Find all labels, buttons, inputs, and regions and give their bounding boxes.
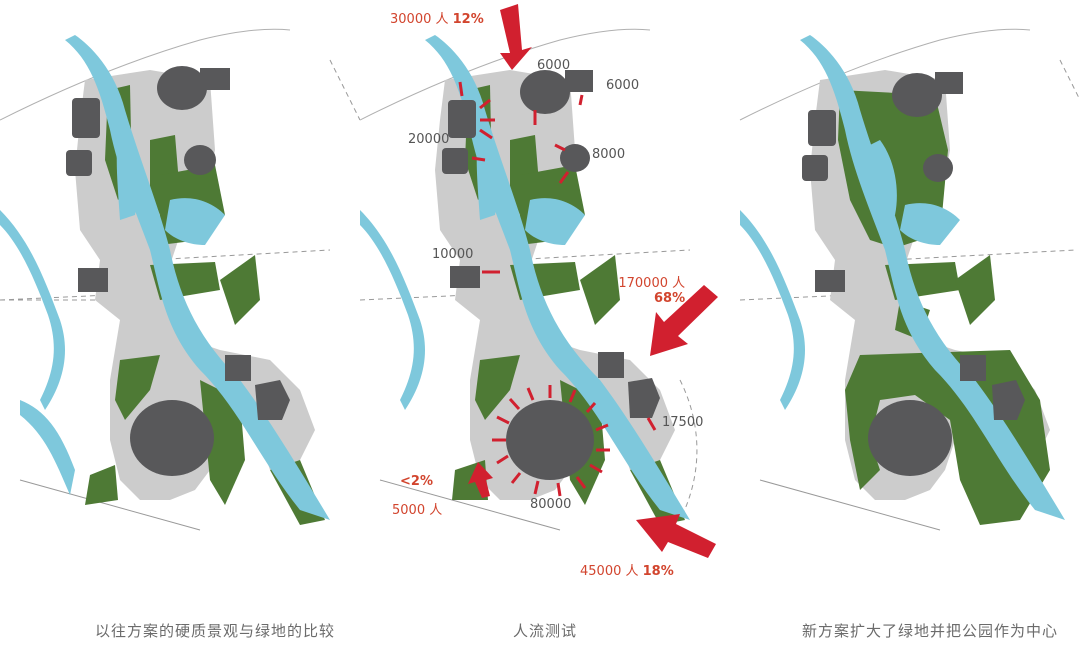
- caption-previous: 以往方案的硬质景观与绿地的比较: [94, 622, 335, 640]
- flow-south-count: 45000 人: [580, 564, 639, 579]
- map-previous: [0, 28, 360, 531]
- panel-previous: [0, 0, 360, 600]
- flow-north-count: 30000 人: [390, 12, 449, 27]
- flow-label-south: 45000 人 18%: [580, 560, 674, 579]
- flow-label-southwest-pct: <2%: [400, 474, 433, 489]
- map-new: [739, 28, 1080, 531]
- flow-label-southwest-count: 5000 人: [392, 503, 443, 518]
- caption-new: 新方案扩大了绿地并把公园作为中心: [801, 622, 1058, 640]
- flow-east-pct: 68%: [654, 291, 686, 306]
- flow-label-east: 170000 人 68%: [618, 272, 685, 306]
- flow-south-pct: 18%: [642, 564, 674, 579]
- count-b6: 17500: [662, 415, 704, 430]
- count-b2: 6000: [606, 78, 640, 93]
- caption-flow: 人流测试: [512, 622, 577, 640]
- flow-east-count: 170000 人: [618, 276, 686, 291]
- count-b5: 10000: [432, 247, 474, 262]
- map-flow: [360, 4, 718, 558]
- flow-label-north: 30000 人 12%: [390, 8, 484, 27]
- count-b1: 6000: [537, 58, 571, 73]
- count-b3: 20000: [408, 132, 450, 147]
- flow-north-pct: 12%: [452, 12, 484, 27]
- panel-flow: 30000 人 12% 170000 人 68% 45000 人 18% <2%…: [360, 0, 720, 600]
- count-stadium: 80000: [530, 497, 572, 512]
- count-b4: 8000: [592, 147, 626, 162]
- panel-new: [720, 0, 1080, 600]
